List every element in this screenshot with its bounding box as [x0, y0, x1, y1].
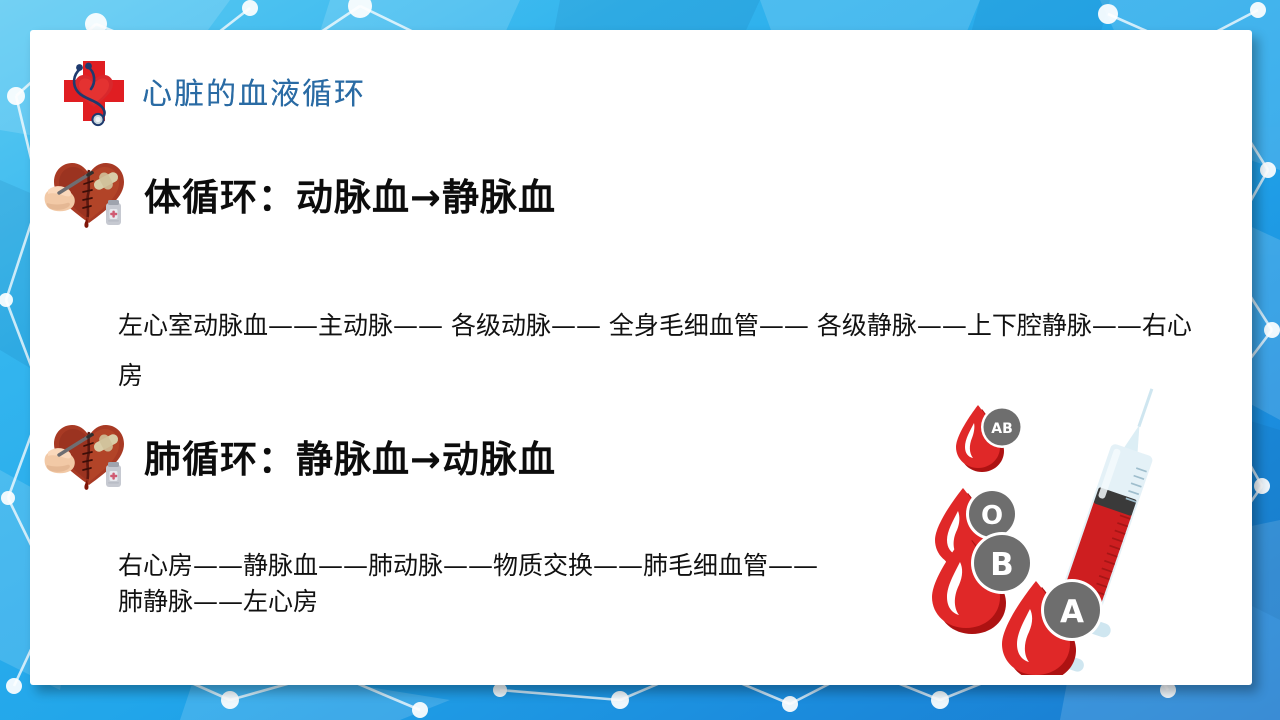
- medical-cross-heart-stethoscope-icon: [64, 61, 124, 127]
- blood-type-label: B: [990, 547, 1014, 583]
- section-body-text: 左心室动脉血——主动脉—— 各级动脉—— 全身毛细血管—— 各级静脉——上下腔静…: [118, 311, 1192, 390]
- blood-type-label: A: [1060, 594, 1084, 630]
- title-row: 心脏的血液循环: [58, 55, 366, 127]
- page-title: 心脏的血液循环: [142, 69, 366, 113]
- section-heading-row: 肺循环：静脉血→动脉血: [30, 420, 1252, 492]
- hand-sewing-heart-icon: [44, 425, 124, 490]
- blood-drops-and-syringe-illustration: AB O B: [930, 375, 1230, 675]
- hand-sewing-heart-icon: [44, 163, 124, 228]
- blood-drop-b: B: [932, 532, 1033, 634]
- section-pulmonary-circulation: 肺循环：静脉血→动脉血 右心房——静脉血——肺动脉——物质交换——肺毛细血管——…: [30, 420, 1252, 616]
- section-heading-row: 体循环：动脉血→静脉血: [30, 158, 1252, 230]
- blood-type-label: O: [981, 501, 1003, 531]
- content-card: 心脏的血液循环: [30, 30, 1252, 685]
- section-body-text: 右心房——静脉血——肺动脉——物质交换——肺毛细血管——肺静脉——左心房: [118, 551, 819, 616]
- section-heading: 肺循环：静脉血→动脉血: [144, 438, 557, 481]
- blood-drop-a: A: [1002, 579, 1103, 675]
- section-systemic-circulation: 体循环：动脉血→静脉血 左心室动脉血——主动脉—— 各级动脉—— 全身毛细血管—…: [30, 158, 1252, 390]
- blood-type-label: AB: [991, 421, 1013, 437]
- blood-drop-ab: AB: [956, 405, 1023, 472]
- section-heading: 体循环：动脉血→静脉血: [144, 176, 557, 219]
